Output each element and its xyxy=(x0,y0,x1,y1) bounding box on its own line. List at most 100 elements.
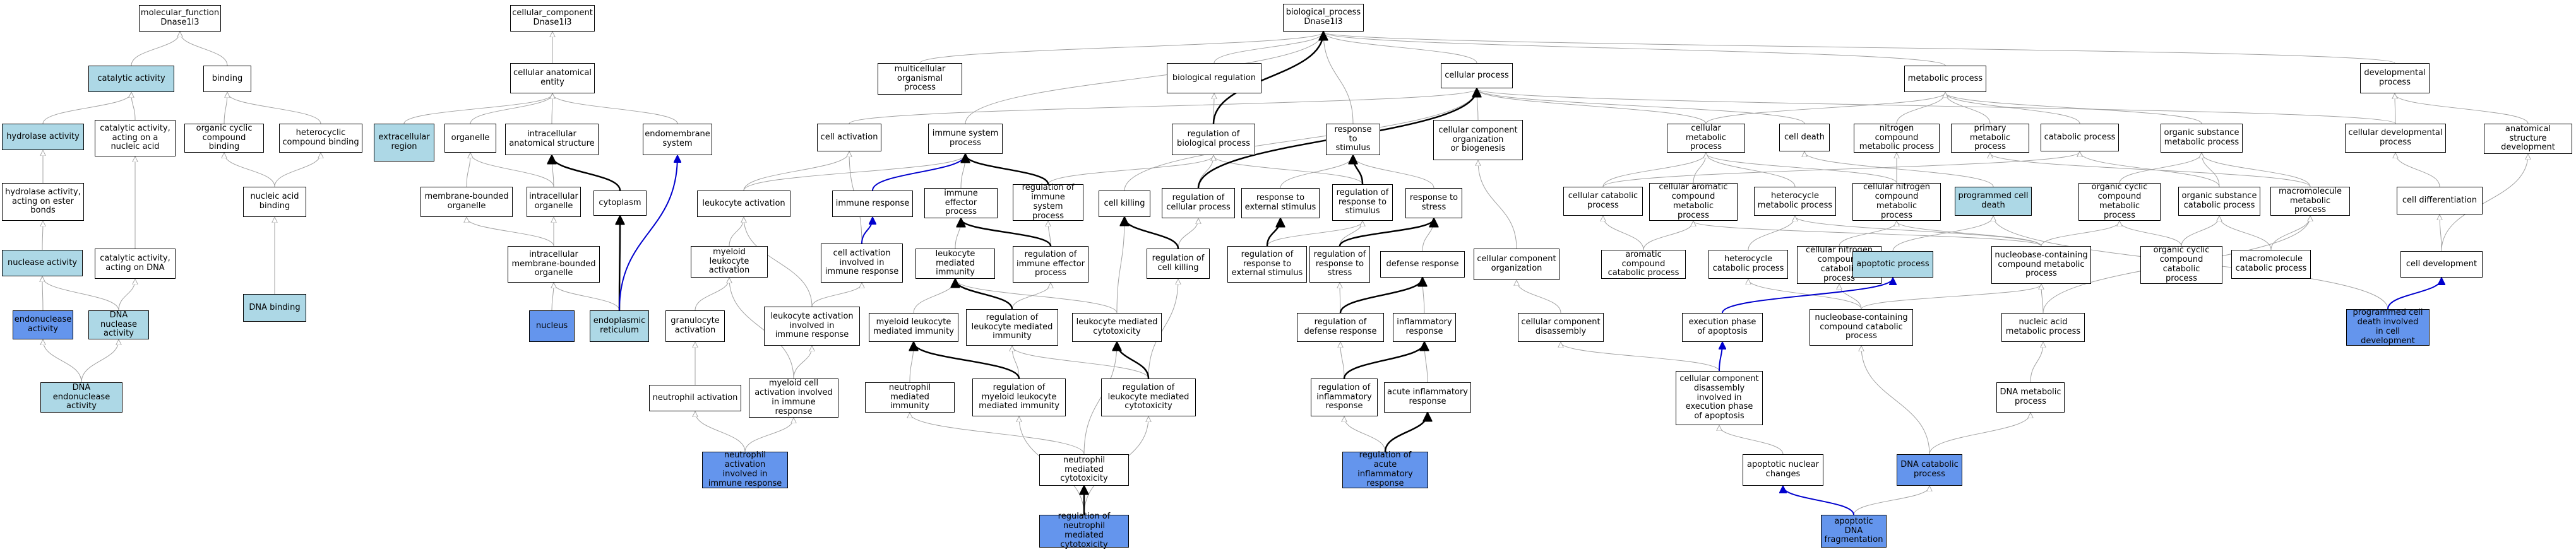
node-myeloid-leukocyte-mediated-immunity[interactable]: myeloid leukocyte mediated immunity xyxy=(869,313,958,342)
node-dna-catabolic-process[interactable]: DNA catabolic process xyxy=(1897,454,1962,486)
node-neutrophil-mediated-immunity[interactable]: neutrophil mediated immunity xyxy=(865,382,955,413)
node-leukocyte-mediated-immunity[interactable]: leukocyte mediated immunity xyxy=(915,249,995,279)
node-regulation-biological-process[interactable]: regulation of biological process xyxy=(1172,124,1255,155)
node-extracellular-region[interactable]: extracellular region xyxy=(374,124,434,161)
node-catabolic-process[interactable]: catabolic process xyxy=(2041,124,2119,151)
node-metabolic-process[interactable]: metabolic process xyxy=(1904,66,1986,92)
node-cell-killing[interactable]: cell killing xyxy=(1099,191,1150,217)
node-reg-cellular-process[interactable]: regulation of cellular process xyxy=(1162,188,1235,218)
node-organelle[interactable]: organelle xyxy=(444,124,496,153)
node-dna-nuclease-activity[interactable]: DNA nuclease activity xyxy=(88,310,149,339)
node-organic-cyclic-catabolic[interactable]: organic cyclic compound catabolic proces… xyxy=(2140,245,2222,284)
node-intracellular-mb-organelle[interactable]: intracellular membrane-bounded organelle xyxy=(508,246,600,283)
node-cellular-metabolic-process[interactable]: cellular metabolic process xyxy=(1667,124,1745,153)
node-cytoplasm[interactable]: cytoplasm xyxy=(593,191,647,216)
node-nucleobase-catabolic[interactable]: nucleobase-containing compound catabolic… xyxy=(1810,309,1913,346)
node-acute-inflammatory-response[interactable]: acute inflammatory response xyxy=(1384,382,1471,413)
node-macromolecule-metabolic[interactable]: macromolecule metabolic process xyxy=(2270,187,2350,216)
node-reg-defense-response[interactable]: regulation of defense response xyxy=(1297,313,1384,342)
node-cc-organization-biogenesis[interactable]: cellular component organization or bioge… xyxy=(1433,120,1523,160)
node-cc-disassembly[interactable]: cellular component disassembly xyxy=(1518,313,1604,342)
node-catalytic-dna[interactable]: catalytic activity, acting on DNA xyxy=(95,249,176,279)
node-macromolecule-catabolic[interactable]: macromolecule catabolic process xyxy=(2231,250,2311,279)
node-reg-cell-killing[interactable]: regulation of cell killing xyxy=(1147,249,1210,279)
node-programmed-cell-death[interactable]: programmed cell death xyxy=(1955,187,2032,216)
node-catalytic-activity[interactable]: catalytic activity xyxy=(88,66,174,92)
node-reg-inflammatory-response[interactable]: regulation of inflammatory response xyxy=(1311,379,1378,416)
node-reg-response-to-stimulus[interactable]: regulation of response to stimulus xyxy=(1332,184,1393,221)
node-programmed-cell-death-development[interactable]: programmed cell death involved in cell d… xyxy=(2346,308,2430,346)
node-cellular-developmental-process[interactable]: cellular developmental process xyxy=(2345,124,2446,153)
node-reg-myeloid-leukocyte-immunity[interactable]: regulation of myeloid leukocyte mediated… xyxy=(972,379,1066,416)
node-membrane-bounded-organelle[interactable]: membrane-bounded organelle xyxy=(420,187,513,217)
node-cellular-component[interactable]: cellular_component Dnase1l3 xyxy=(510,5,595,32)
node-cellular-anatomical-entity[interactable]: cellular anatomical entity xyxy=(510,63,595,93)
node-biological-process[interactable]: biological_process Dnase1l3 xyxy=(1283,4,1364,32)
node-response-external-stimulus[interactable]: response to external stimulus xyxy=(1241,188,1320,218)
node-leukocyte-activation[interactable]: leukocyte activation xyxy=(697,191,790,217)
node-primary-metabolic-process[interactable]: primary metabolic process xyxy=(1951,124,2029,153)
node-aromatic-compound-catabolic[interactable]: aromatic compound catabolic process xyxy=(1601,250,1686,279)
node-nucleobase-metabolic[interactable]: nucleobase-containing compound metabolic… xyxy=(1991,246,2091,284)
node-leukocyte-activation-immune[interactable]: leukocyte activation involved in immune … xyxy=(764,307,860,346)
node-anatomical-structure-development[interactable]: anatomical structure development xyxy=(2484,124,2572,154)
node-hydrolase-activity[interactable]: hydrolase activity xyxy=(2,124,84,150)
node-cellular-catabolic-process[interactable]: cellular catabolic process xyxy=(1563,187,1643,216)
node-reg-response-to-stress[interactable]: regulation of response to stress xyxy=(1309,246,1370,283)
node-neutrophil-mediated-cytotoxicity[interactable]: neutrophil mediated cytotoxicity xyxy=(1039,454,1129,486)
node-myeloid-cell-activation-immune[interactable]: myeloid cell activation involved in immu… xyxy=(749,379,838,418)
node-organic-cyclic-binding[interactable]: organic cyclic compound binding xyxy=(184,124,264,153)
node-nitrogen-compound-metabolic[interactable]: nitrogen compound metabolic process xyxy=(1854,124,1940,153)
node-reg-response-external-stimulus[interactable]: regulation of response to external stimu… xyxy=(1227,246,1307,283)
node-heterocycle-catabolic[interactable]: heterocycle catabolic process xyxy=(1708,250,1788,279)
node-endonuclease-activity[interactable]: endonuclease activity xyxy=(13,310,73,339)
node-cellular-component-organization[interactable]: cellular component organization xyxy=(1474,249,1559,280)
node-intracellular-anatomical-structure[interactable]: intracellular anatomical structure xyxy=(505,124,599,155)
node-endomembrane-system[interactable]: endomembrane system xyxy=(643,124,712,155)
node-binding[interactable]: binding xyxy=(203,66,251,92)
node-defense-response[interactable]: defense response xyxy=(1380,251,1465,278)
node-multicellular-organismal-process[interactable]: multicellular organismal process xyxy=(878,63,962,95)
node-cell-death[interactable]: cell death xyxy=(1779,124,1830,151)
node-reg-immune-effector-process[interactable]: regulation of immune effector process xyxy=(1013,246,1088,283)
node-cellular-nitrogen-metabolic[interactable]: cellular nitrogen compound metabolic pro… xyxy=(1852,182,1941,221)
node-neutrophil-activation-immune[interactable]: neutrophil activation involved in immune… xyxy=(702,450,788,488)
node-cell-activation-immune-response[interactable]: cell activation involved in immune respo… xyxy=(821,244,903,283)
node-immune-system-process[interactable]: immune system process xyxy=(928,124,1003,154)
node-reg-immune-system-process[interactable]: regulation of immune system process xyxy=(1013,183,1083,221)
node-neutrophil-activation[interactable]: neutrophil activation xyxy=(649,385,741,411)
node-nucleic-acid-binding[interactable]: nucleic acid binding xyxy=(243,187,306,217)
node-cell-differentiation[interactable]: cell differentiation xyxy=(2397,187,2483,214)
node-inflammatory-response[interactable]: inflammatory response xyxy=(1393,313,1456,342)
node-apoptotic-dna-fragmentation[interactable]: apoptotic DNA fragmentation xyxy=(1821,515,1887,548)
node-reg-leukocyte-mediated-immunity[interactable]: regulation of leukocyte mediated immunit… xyxy=(966,309,1058,346)
node-cell-activation[interactable]: cell activation xyxy=(817,124,881,151)
node-response-to-stress[interactable]: response to stress xyxy=(1405,188,1462,218)
node-cellular-process[interactable]: cellular process xyxy=(1441,63,1513,88)
node-hydrolase-ester[interactable]: hydrolase activity, acting on ester bond… xyxy=(2,183,84,221)
node-response-to-stimulus[interactable]: response to stimulus xyxy=(1326,124,1380,155)
node-dna-metabolic-process[interactable]: DNA metabolic process xyxy=(1996,382,2065,413)
node-heterocycle-metabolic[interactable]: heterocycle metabolic process xyxy=(1754,187,1836,216)
node-nuclease-activity[interactable]: nuclease activity xyxy=(2,250,83,276)
node-nucleic-acid-metabolic[interactable]: nucleic acid metabolic process xyxy=(2001,313,2085,342)
node-granulocyte-activation[interactable]: granulocyte activation xyxy=(665,310,725,342)
node-myeloid-leukocyte-activation[interactable]: myeloid leukocyte activation xyxy=(691,246,768,278)
node-heterocyclic-binding[interactable]: heterocyclic compound binding xyxy=(279,124,362,153)
node-molecular-function[interactable]: molecular_function Dnase1l3 xyxy=(139,5,221,32)
node-organic-cyclic-metabolic[interactable]: organic cyclic compound metabolic proces… xyxy=(2078,182,2161,221)
node-cellular-aromatic-metabolic[interactable]: cellular aromatic compound metabolic pro… xyxy=(1649,182,1738,221)
node-developmental-process[interactable]: developmental process xyxy=(2360,63,2430,93)
node-immune-response[interactable]: immune response xyxy=(832,191,913,217)
node-reg-leukocyte-mediated-cytotoxicity[interactable]: regulation of leukocyte mediated cytotox… xyxy=(1101,379,1196,416)
node-apoptotic-process[interactable]: apoptotic process xyxy=(1852,251,1933,278)
node-organic-substance-metabolic[interactable]: organic substance metabolic process xyxy=(2161,124,2243,153)
node-reg-neutrophil-cytotoxicity[interactable]: regulation of neutrophil mediated cytoto… xyxy=(1039,512,1129,549)
node-cc-disassembly-apoptosis[interactable]: cellular component disassembly involved … xyxy=(1676,371,1763,425)
node-execution-phase-apoptosis[interactable]: execution phase of apoptosis xyxy=(1682,313,1763,342)
node-dna-binding[interactable]: DNA binding xyxy=(243,294,306,322)
node-nucleus[interactable]: nucleus xyxy=(529,310,575,342)
node-apoptotic-nuclear-changes[interactable]: apoptotic nuclear changes xyxy=(1743,454,1823,486)
node-leukocyte-mediated-cytotoxicity[interactable]: leukocyte mediated cytotoxicity xyxy=(1072,313,1162,342)
node-cell-development[interactable]: cell development xyxy=(2400,251,2483,278)
